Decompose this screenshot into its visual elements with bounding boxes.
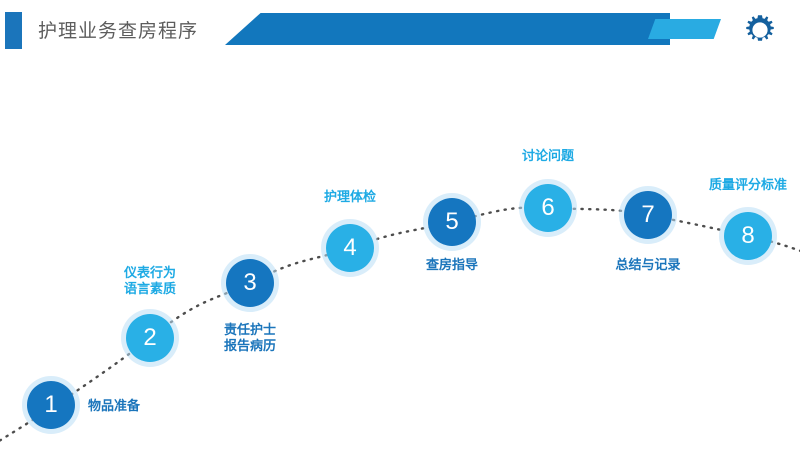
process-node-label-7: 总结与记录 [615,257,681,272]
process-node-label-5: 查房指导 [425,257,478,272]
label-line-2: 语言素质 [123,281,176,297]
process-node-5[interactable]: 5 [428,198,476,246]
process-node-1[interactable]: 1 [27,381,75,429]
label-line-1: 仪表行为 [123,265,176,280]
header-accent-bar [5,12,22,49]
process-node-label-4: 护理体检 [323,189,376,204]
label-line-1: 责任护士 [223,322,276,337]
process-node-label-1: 物品准备 [88,398,141,413]
process-node-number: 8 [741,222,755,249]
process-node-2[interactable]: 2 [126,314,174,362]
label-line-2: 报告病历 [223,338,276,354]
process-node-number: 7 [641,201,655,228]
process-node-number: 2 [143,324,157,351]
process-node-4[interactable]: 4 [326,224,374,272]
process-node-label-8: 质量评分标准 [708,177,787,192]
process-node-6[interactable]: 6 [524,184,572,232]
process-node-label-3: 责任护士报告病历 [150,322,350,355]
process-node-3[interactable]: 3 [226,259,274,307]
process-node-number: 3 [243,269,257,296]
header-band-dark [225,13,670,45]
process-node-number: 1 [44,391,58,418]
process-node-number: 4 [343,234,357,261]
page-title: 护理业务查房程序 [38,21,199,42]
process-node-number: 6 [541,194,555,221]
process-node-label-6: 讨论问题 [521,148,574,163]
process-node-8[interactable]: 8 [724,212,772,260]
gear-icon [742,12,778,48]
process-node-7[interactable]: 7 [624,191,672,239]
slide-header: 护理业务查房程序 [0,0,800,60]
process-node-number: 5 [445,208,459,235]
header-band-light [648,19,721,39]
process-node-label-2: 仪表行为语言素质 [50,265,250,298]
